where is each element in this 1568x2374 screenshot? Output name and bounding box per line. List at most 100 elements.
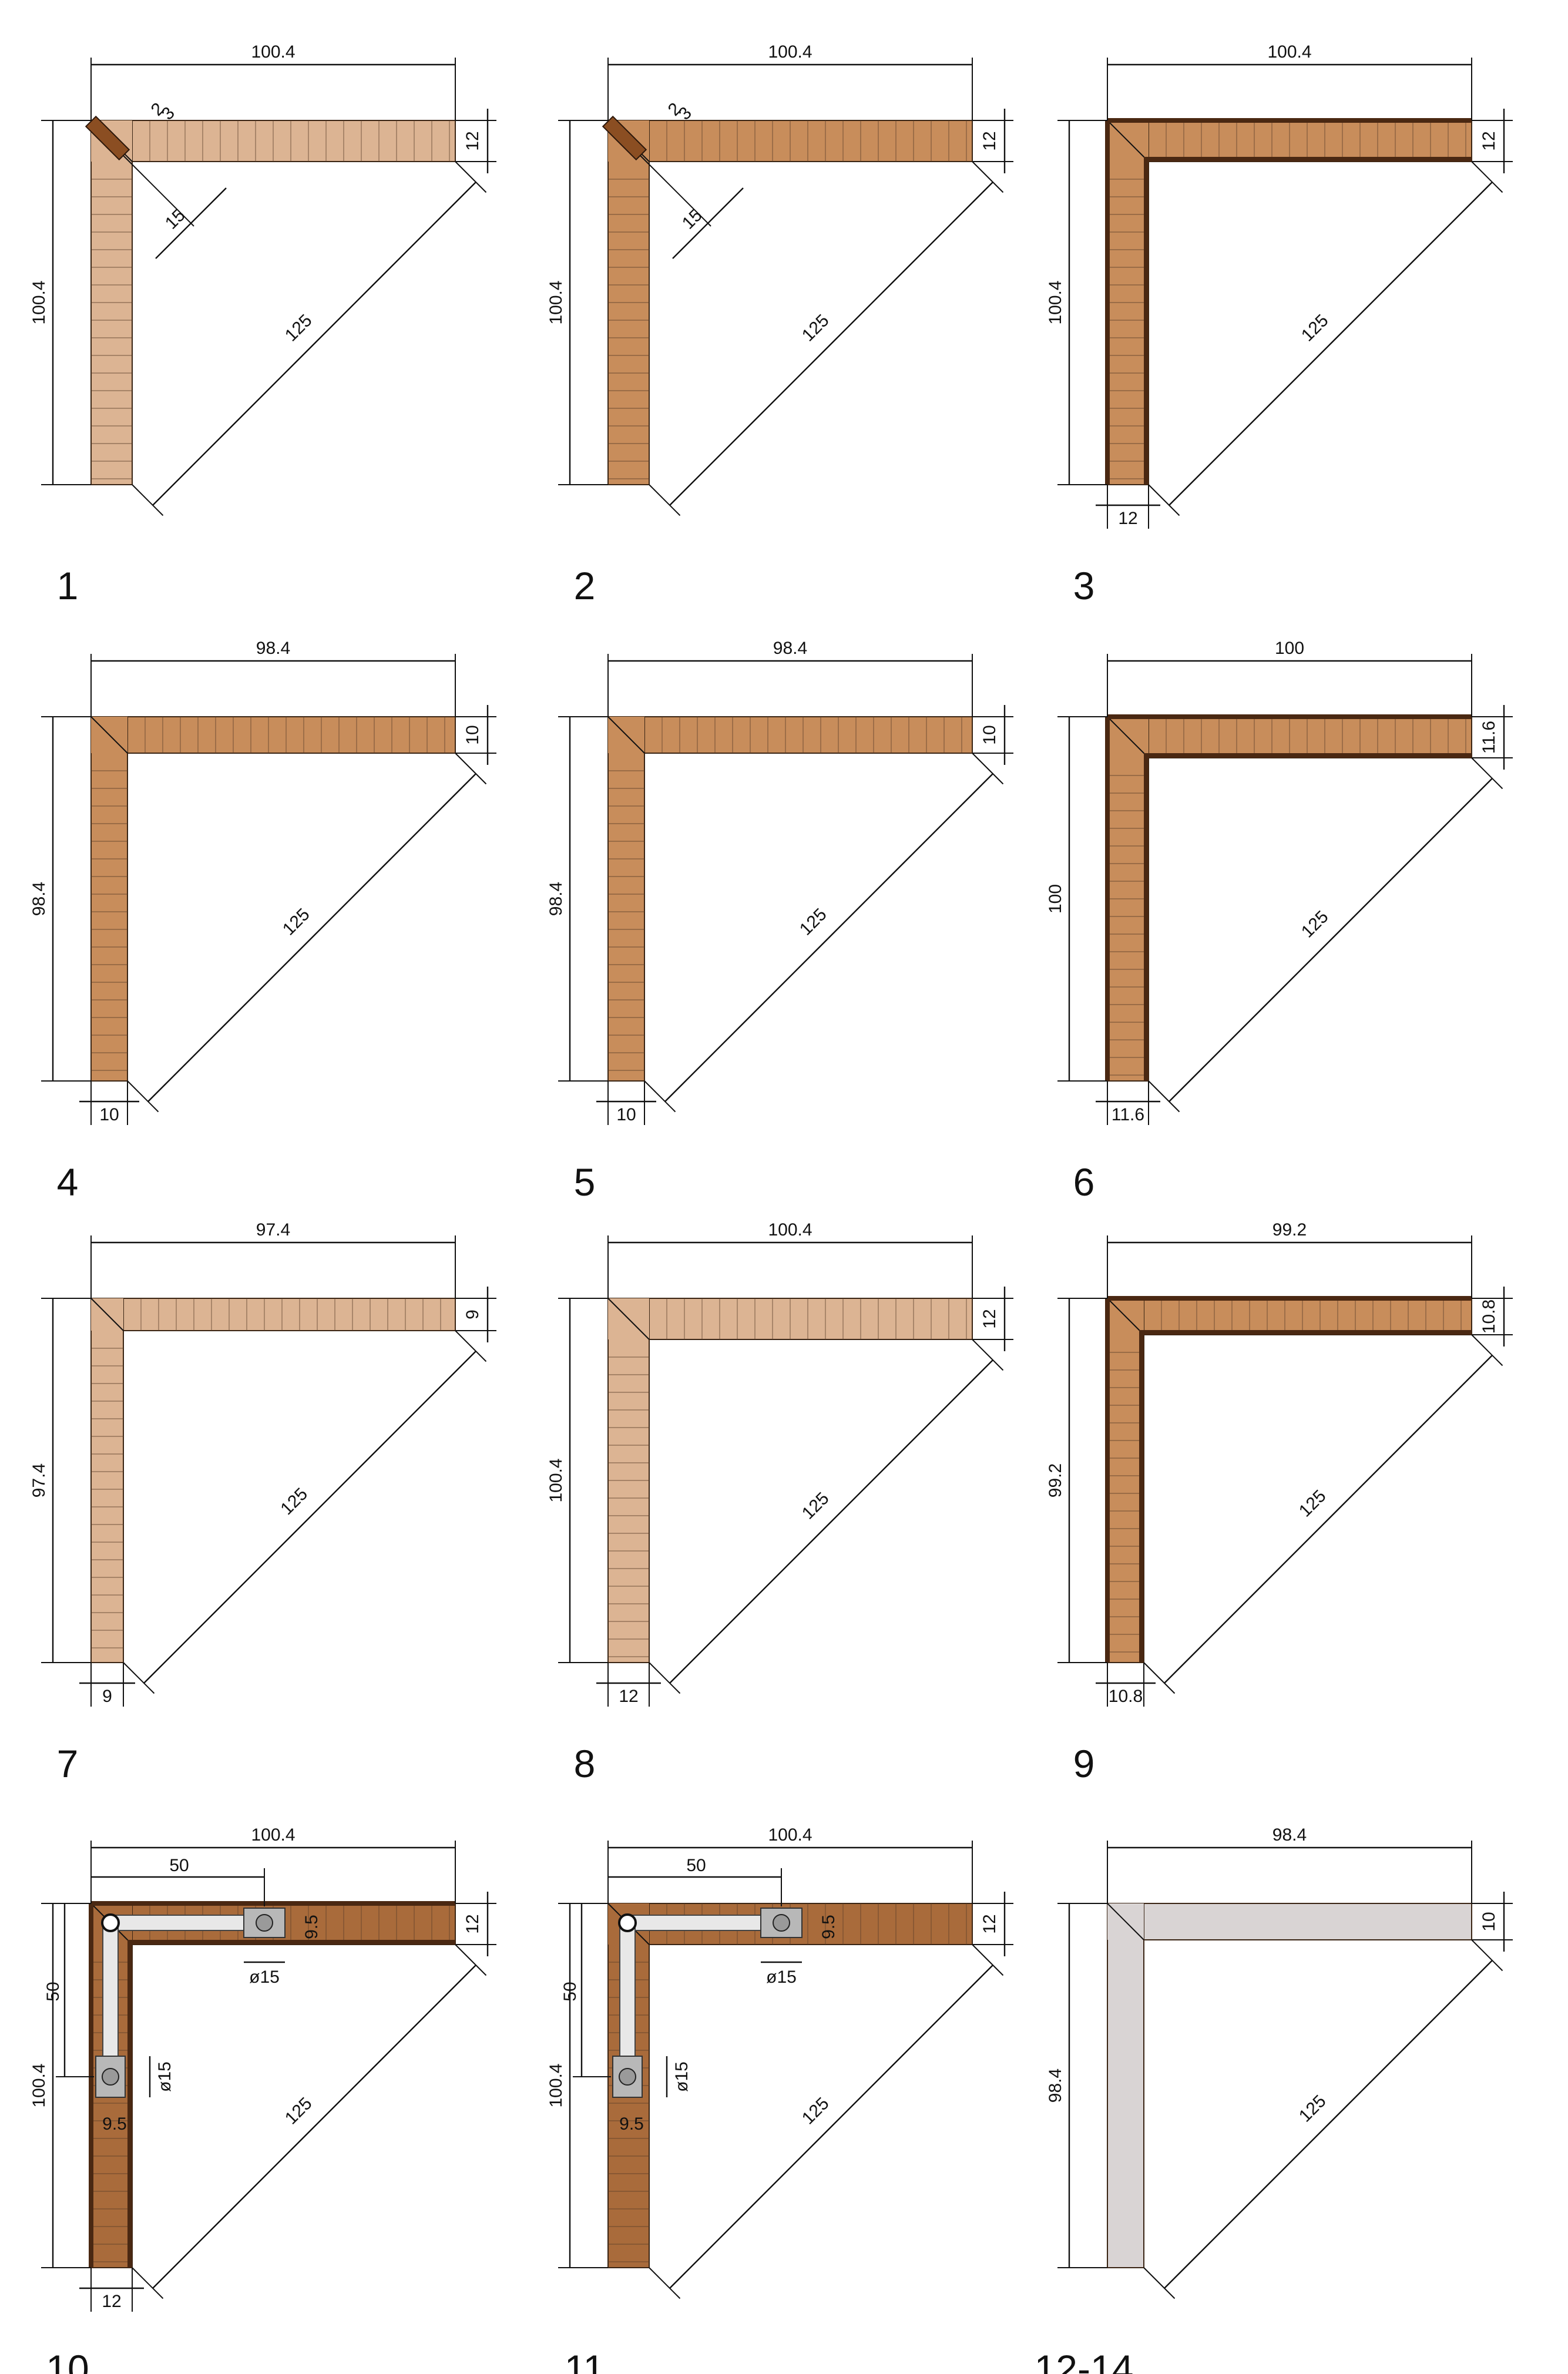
diag-dimension-label: 125 — [798, 311, 833, 345]
dowel-ext-line — [640, 155, 711, 227]
figure-number: 9 — [1073, 1742, 1095, 1785]
diag-ext-line — [972, 161, 1004, 193]
top-board — [90, 716, 456, 754]
diag-dimension-line — [152, 1965, 476, 2289]
left-dimension-label: 100.4 — [546, 2063, 566, 2107]
thickness-dimension-label: 12 — [980, 131, 999, 150]
diag-ext-line — [1143, 1662, 1176, 1694]
dowel-dimension-line — [672, 187, 744, 259]
diag-ext-line — [455, 753, 487, 785]
diag-dimension-label: 125 — [279, 905, 314, 939]
bottom-thickness-label: 12 — [1118, 509, 1137, 528]
thickness-dimension-label: 10 — [980, 725, 999, 744]
diag-ext-line — [455, 161, 487, 193]
mitre-line — [90, 1298, 124, 1331]
diag-dimension-line — [1164, 1355, 1493, 1684]
left-dimension-label: 97.4 — [29, 1463, 49, 1497]
thickness-dimension-label: 12 — [463, 131, 482, 150]
figure-number: 11 — [565, 2347, 605, 2374]
diag-dimension-label: 125 — [281, 2094, 316, 2128]
top-dimension-label: 100.4 — [768, 1825, 812, 1845]
cam-lock-h — [773, 1914, 790, 1932]
left-board — [1107, 1298, 1144, 1663]
diag-dimension-label: 125 — [1298, 907, 1332, 942]
top-board — [90, 1298, 456, 1331]
top-dimension-label: 100 — [1275, 639, 1304, 658]
diag-dimension-line — [1164, 1960, 1493, 2289]
left-dimension-label: 100.4 — [1046, 280, 1065, 324]
left-dimension-label: 98.4 — [1046, 2069, 1065, 2103]
thickness-dimension-label: 11.6 — [1479, 721, 1499, 754]
bottom-thickness-label: 10.8 — [1109, 1687, 1143, 1706]
bottom-thickness-label: 9 — [102, 1687, 112, 1706]
offset-label: 9.5 — [302, 1915, 321, 1939]
thickness-dimension-label: 10 — [1479, 1912, 1499, 1931]
diag-ext-line — [132, 2267, 164, 2299]
left-dimension-label: 100.4 — [29, 2063, 49, 2107]
left-dimension-label: 99.2 — [1046, 1463, 1065, 1497]
diag-ext-line — [1471, 161, 1503, 193]
dowel-dimension-line — [155, 187, 227, 259]
cam-lock-v — [102, 2068, 119, 2086]
top-dimension-label: 100.4 — [768, 42, 812, 62]
left-board — [607, 716, 645, 1082]
diag-ext-line — [972, 753, 1004, 785]
top-dimension-label: 98.4 — [256, 639, 290, 658]
diag-ext-line — [1148, 1080, 1180, 1113]
bottom-thickness-label: 12 — [619, 1687, 638, 1706]
offset-label-v: 9.5 — [102, 2114, 127, 2134]
mitre-line — [90, 716, 128, 754]
corner-bolt-head — [101, 1913, 120, 1932]
figure-number: 8 — [574, 1742, 596, 1785]
mitre-line — [1107, 716, 1149, 758]
bottom-thickness-label: 12 — [102, 2292, 121, 2311]
bore-label: ø15 — [249, 1967, 280, 1987]
diag-ext-line — [123, 1662, 155, 1694]
edge-banding — [1105, 1296, 1472, 1663]
dowel-pin — [602, 115, 647, 161]
dowel-body — [602, 115, 647, 161]
left-dimension-label: 100.4 — [29, 280, 49, 324]
half-length-label-v: 50 — [560, 1982, 580, 2001]
diag-ext-line — [972, 1339, 1004, 1371]
edge-banding — [1105, 118, 1472, 485]
diag-ext-line — [1148, 484, 1180, 516]
offset-label-v: 9.5 — [619, 2114, 644, 2134]
diag-ext-line — [455, 1944, 487, 1976]
top-dimension-label: 100.4 — [251, 1825, 295, 1845]
figure-number: 3 — [1073, 564, 1095, 607]
diag-ext-line — [649, 2267, 681, 2299]
diag-ext-line — [649, 484, 681, 516]
diag-dimension-line — [1169, 182, 1493, 506]
top-dimension-label: 100.4 — [251, 42, 295, 62]
top-board — [1107, 1298, 1472, 1335]
diag-dimension-label: 125 — [277, 1484, 311, 1519]
diag-dimension-label: 125 — [796, 905, 831, 939]
thickness-dimension-label: 9 — [463, 1309, 482, 1319]
half-length-label: 50 — [686, 1856, 706, 1875]
cam-lock-h — [256, 1914, 273, 1932]
mitre-line — [1107, 1903, 1144, 1940]
bottom-thickness-label: 10 — [616, 1105, 636, 1124]
thickness-dimension-label: 12 — [463, 1914, 482, 1933]
diag-ext-line — [1471, 757, 1503, 790]
mitre-line — [1107, 1298, 1144, 1335]
thickness-dimension-label: 12 — [1479, 131, 1499, 150]
top-board — [1107, 1903, 1472, 1940]
diag-ext-line — [1471, 1334, 1503, 1366]
diag-dimension-label: 125 — [1295, 1486, 1330, 1521]
figure-number: 4 — [57, 1160, 79, 1204]
left-dimension-label: 100.4 — [546, 1458, 566, 1502]
diag-dimension-line — [669, 1359, 993, 1684]
top-dimension-label: 100.4 — [768, 1220, 812, 1240]
mitre-line — [607, 716, 645, 754]
diag-ext-line — [1143, 2267, 1176, 2299]
diag-dimension-line — [152, 182, 476, 506]
bottom-thickness-label: 10 — [99, 1105, 119, 1124]
diag-ext-line — [1471, 1939, 1503, 1972]
top-dimension-label: 99.2 — [1272, 1220, 1307, 1240]
